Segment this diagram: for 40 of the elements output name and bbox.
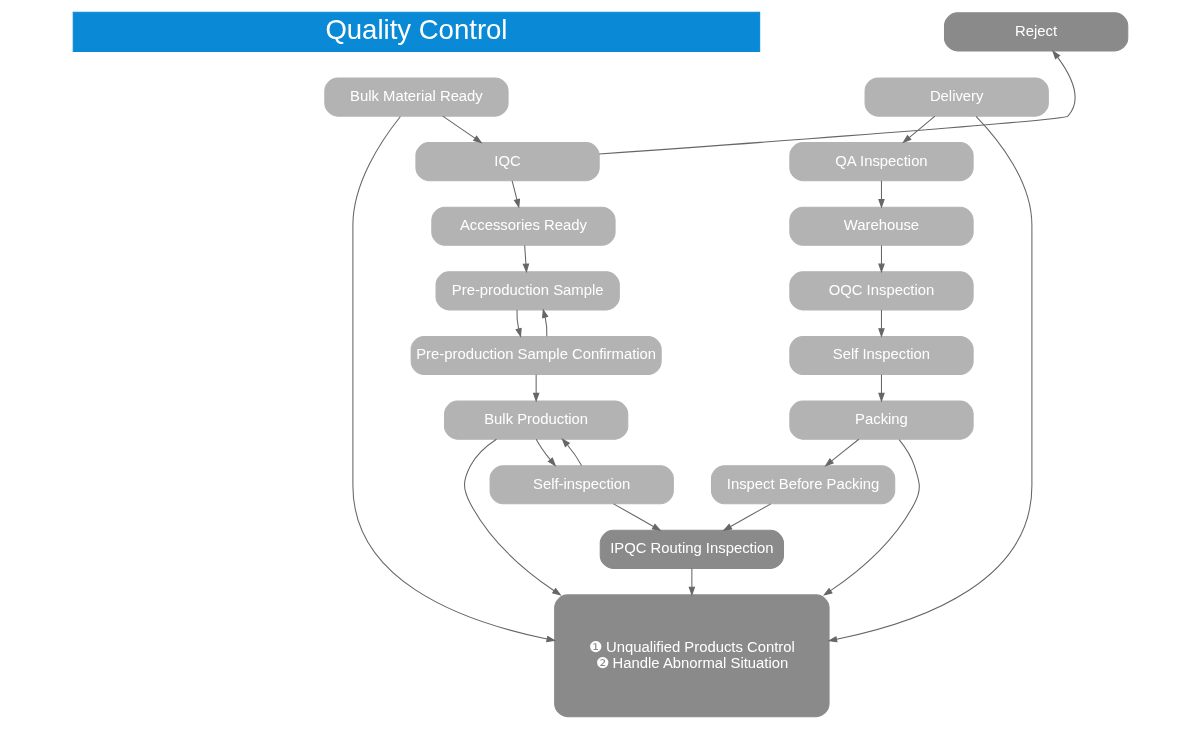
node-box: Warehouse [788,206,974,246]
diagram-title: Quality Control [324,13,507,45]
node-box: Reject [943,12,1128,52]
node-box: Self Inspection [788,335,974,376]
arrow [612,503,661,532]
node-box: QA Inspection [788,142,974,182]
arrow [877,374,885,403]
arrow [598,50,1075,155]
arrow [688,568,695,597]
node-box: Delivery [864,77,1049,117]
node-box: Packing [788,400,974,440]
node-box: Pre-production Sample [435,271,620,311]
arrow [522,244,529,274]
node-box: Pre-production Sample Confirmation [410,335,662,376]
node-box: ❶ Unqualified Products Control ❷ Handle Abnormal Situation [553,594,830,718]
arrow [877,244,885,274]
node-box: Bulk Material Ready [323,77,509,117]
arrow [535,438,556,467]
arrow [822,439,920,596]
arrow [511,180,520,209]
node-box: Bulk Production [443,400,628,440]
arrow [351,115,556,643]
arrow [441,115,483,144]
node-box: Self-inspection [489,465,674,505]
arrow [827,115,1032,643]
arrow [532,374,539,403]
node-box: Accessories Ready [430,206,616,246]
node-box: OQC Inspection [788,271,974,311]
arrow [514,309,522,338]
arrow [560,438,582,466]
node-box: IQC [414,142,600,182]
node-box: IPQC Routing Inspection [599,529,784,569]
arrow [877,180,885,209]
arrow [823,438,859,467]
node-box: Inspect Before Packing [710,465,895,505]
arrow [877,309,885,338]
arrow [463,438,562,596]
arrow [901,115,935,144]
arrow [541,308,548,337]
arrow [722,503,771,532]
